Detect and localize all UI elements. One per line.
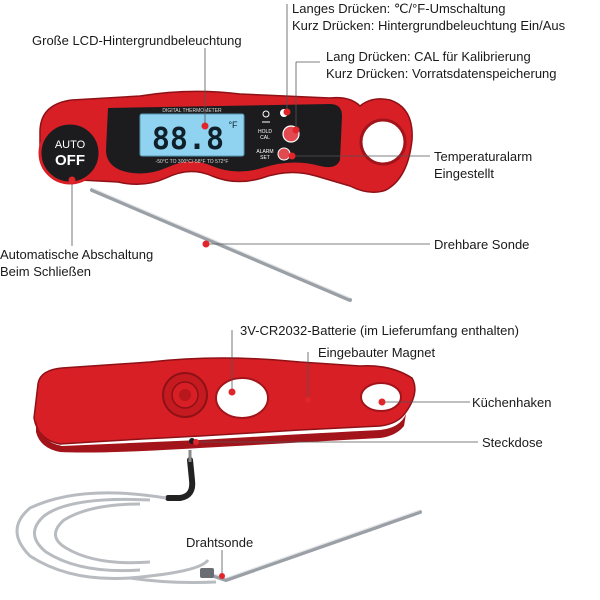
lcd-display: DIGITAL THERMOMETER 88.8 °F -50°C TO 300… <box>139 108 245 165</box>
auto-off-badge: AUTO OFF <box>38 121 102 185</box>
cable-connector <box>165 450 196 501</box>
label-magnet: Eingebauter Magnet <box>318 345 436 360</box>
svg-text:CAL: CAL <box>260 135 270 141</box>
coiled-wire <box>15 491 217 584</box>
label-socket: Steckdose <box>482 435 543 450</box>
rotating-probe <box>90 187 352 302</box>
backlight-icon <box>262 110 270 123</box>
alarm-set-label: ALARM <box>256 149 273 155</box>
label-wire-probe: Drahtsonde <box>186 535 254 550</box>
label-alarm: Temperaturalarm Eingestellt <box>434 149 533 181</box>
thermometer-body-back <box>33 357 416 453</box>
label-auto-off: Automatische Abschaltung Beim Schließen <box>0 247 154 279</box>
label-probe: Drehbare Sonde <box>434 237 530 252</box>
hold-cal-label: HOLD <box>258 129 272 135</box>
label-battery: 3V-CR2032-Batterie (im Lieferumfang enth… <box>240 323 519 338</box>
label-hook: Küchenhaken <box>472 395 552 410</box>
label-top-button: Langes Drücken: ℃/°F-Umschaltung Kurz Dr… <box>292 1 566 33</box>
wire-probe <box>200 509 422 583</box>
lcd-range-text: -50°C TO 300°C/-58°F TO 572°F <box>156 159 229 165</box>
svg-text:OFF: OFF <box>55 152 85 169</box>
svg-text:SET: SET <box>260 155 270 161</box>
label-hold-button: Lang Drücken: CAL für Kalibrierung Kurz … <box>326 49 557 81</box>
label-lcd-backlight: Große LCD-Hintergrundbeleuchtung <box>32 33 242 48</box>
lcd-reading: 88.8 <box>152 122 224 157</box>
alarm-set-button[interactable]: ALARM SET <box>256 147 291 161</box>
lcd-header-text: DIGITAL THERMOMETER <box>162 108 222 114</box>
leader-lines <box>71 4 478 576</box>
lcd-unit: °F <box>228 120 238 130</box>
svg-text:AUTO: AUTO <box>55 139 86 151</box>
leader-dots <box>68 108 386 579</box>
